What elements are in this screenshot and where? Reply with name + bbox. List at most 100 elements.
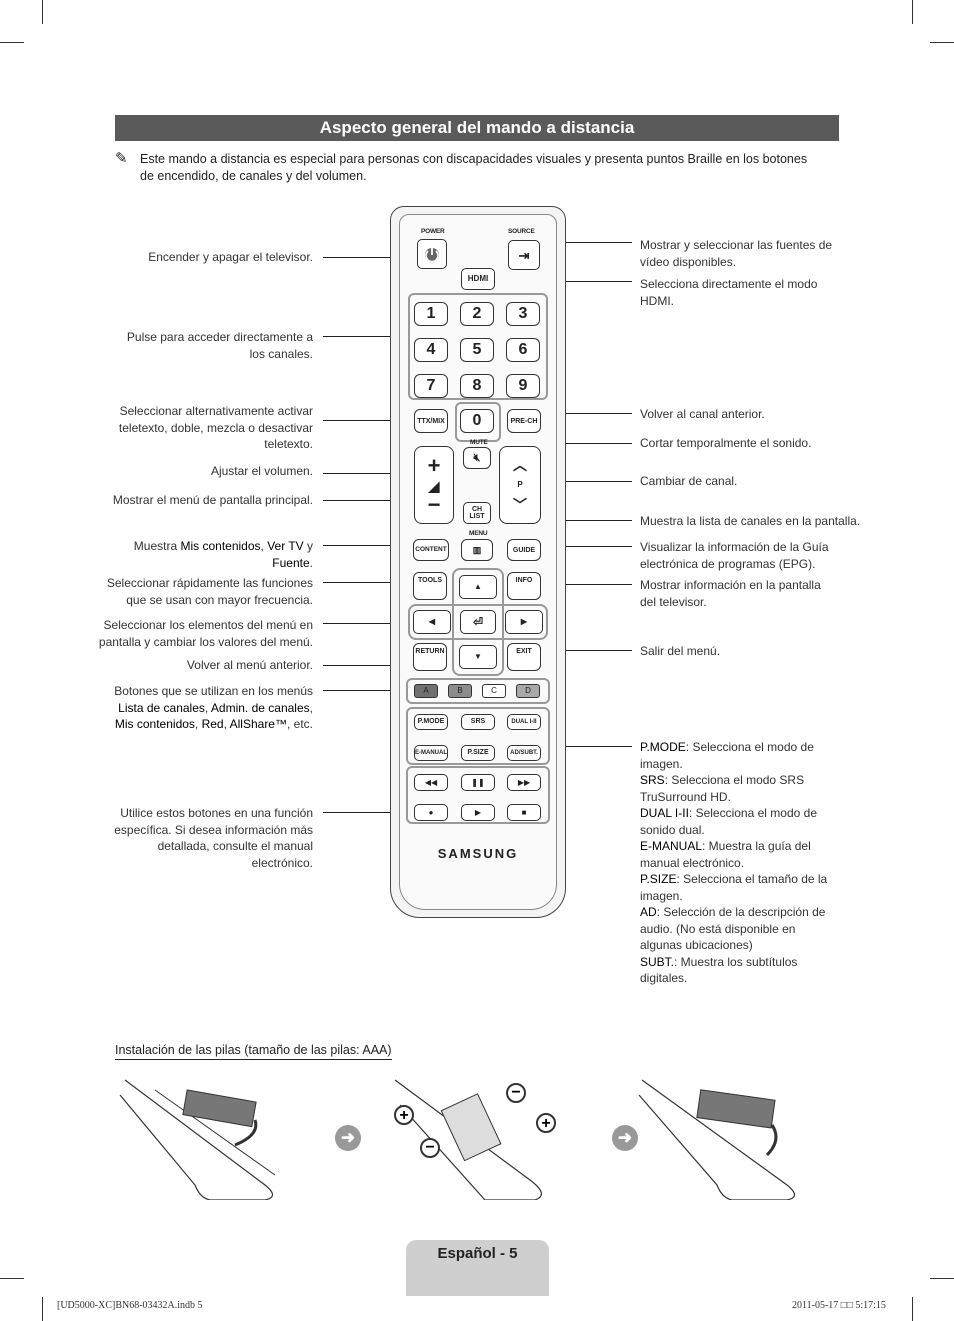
number-button-6[interactable]: 6 — [506, 338, 540, 362]
number-button-0[interactable]: 0 — [460, 409, 494, 433]
mute-button[interactable]: 🔇︎ — [463, 447, 491, 469]
volume-rocker[interactable]: + ◢ − — [414, 446, 454, 524]
p-mode-button[interactable]: P.MODE — [414, 714, 448, 730]
menu-icon: ▥ — [472, 544, 482, 555]
power-icon — [425, 248, 439, 263]
mute-icon: 🔇︎ — [473, 451, 481, 464]
label-numbers: Pulse para acceder directamente a los ca… — [126, 330, 313, 361]
batteries-title: Instalación de las pilas (tamaño de las … — [115, 1043, 392, 1060]
number-pad — [408, 293, 548, 400]
down-arrow-button[interactable]: ▼ — [459, 645, 497, 669]
function-key: E-MANUAL — [640, 839, 703, 853]
number-button-2[interactable]: 2 — [460, 302, 494, 326]
callout-line — [323, 473, 416, 474]
enter-button[interactable]: ⏎ — [460, 610, 496, 634]
crop-mark — [912, 0, 913, 24]
callout-line — [540, 650, 632, 651]
battery-step-3-image — [638, 1079, 796, 1200]
down-arrow-icon: ▼ — [474, 652, 482, 661]
function-key: DUAL I-II — [640, 806, 689, 820]
page-number-tab: Español - 5 — [406, 1240, 549, 1296]
number-button-9[interactable]: 9 — [506, 374, 540, 398]
color-button-d[interactable]: D — [516, 684, 540, 698]
color-button-a[interactable]: A — [414, 684, 438, 698]
svg-text:+: + — [399, 1107, 408, 1124]
menu-button[interactable]: ▥ — [461, 539, 493, 561]
note-text: Este mando a distancia es especial para … — [140, 152, 808, 183]
source-button[interactable]: ⇥ — [508, 240, 540, 270]
battery-step-2-image: + − − + — [394, 1079, 556, 1200]
guide-button[interactable]: GUIDE — [507, 539, 541, 561]
function-key: SUBT. — [640, 954, 675, 969]
label-hdmi: Selecciona directamente el modo HDMI. — [640, 277, 818, 308]
color-button-b[interactable]: B — [448, 684, 472, 698]
callout-line — [323, 336, 408, 337]
enter-icon: ⏎ — [472, 615, 484, 629]
label-content: Muestra Mis contenidos, Ver TV y Fuente. — [133, 539, 313, 570]
function-desc: : Selecciona el tamaño de la imagen. — [640, 872, 828, 903]
label-prech: Volver al canal anterior. — [640, 407, 765, 421]
right-arrow-button[interactable]: ▶ — [505, 610, 543, 634]
channel-label: P — [517, 480, 523, 489]
label-exit: Salir del menú. — [640, 644, 721, 658]
pencil-icon: ✎ — [115, 150, 128, 167]
channel-rocker[interactable]: ︿ P ﹀ — [499, 446, 541, 524]
exit-button[interactable]: EXIT — [507, 643, 541, 671]
hdmi-button[interactable]: HDMI — [461, 268, 495, 290]
color-button-c[interactable]: C — [482, 684, 506, 698]
ch-list-button[interactable]: CH LIST — [463, 502, 491, 524]
number-button-4[interactable]: 4 — [414, 338, 448, 362]
number-button-1[interactable]: 1 — [414, 302, 448, 326]
tools-button[interactable]: TOOLS — [413, 572, 447, 600]
left-arrow-icon: ◀ — [428, 617, 436, 626]
fast-forward-button[interactable]: ▶▶ — [507, 774, 541, 791]
label-menu: Mostrar el menú de pantalla principal. — [112, 493, 313, 507]
callout-line — [323, 500, 418, 501]
function-list-item: P.SIZE: Selecciona el tamaño de la image… — [640, 871, 835, 904]
callout-line — [323, 690, 409, 691]
label-mute: Cortar temporalmente el sonido. — [640, 436, 812, 450]
crop-mark — [42, 1297, 43, 1321]
next-step-arrow-icon: ➜ — [612, 1125, 638, 1151]
number-button-7[interactable]: 7 — [414, 374, 448, 398]
crop-mark — [42, 0, 43, 24]
p-size-button[interactable]: P.SIZE — [461, 745, 495, 761]
record-button[interactable]: ● — [414, 804, 448, 821]
number-button-3[interactable]: 3 — [506, 302, 540, 326]
info-button[interactable]: INFO — [507, 572, 541, 600]
source-icon: ⇥ — [518, 247, 530, 263]
number-button-8[interactable]: 8 — [460, 374, 494, 398]
left-arrow-button[interactable]: ◀ — [413, 610, 451, 634]
rewind-button[interactable]: ◀◀ — [414, 774, 448, 791]
dpad-horizontal — [408, 604, 548, 640]
power-label: POWER — [421, 228, 445, 235]
crop-mark — [930, 42, 954, 43]
srs-button[interactable]: SRS — [461, 714, 495, 730]
function-list-item: E-MANUAL: Muestra la guía del manual ele… — [640, 838, 835, 871]
pause-button[interactable]: ❚❚ — [461, 774, 495, 791]
function-key: P.SIZE — [640, 872, 677, 886]
crop-mark — [930, 1278, 954, 1279]
right-arrow-icon: ▶ — [520, 617, 528, 626]
play-button[interactable]: ▶ — [461, 804, 495, 821]
callout-line — [540, 242, 632, 243]
callout-line — [323, 623, 413, 624]
crop-mark — [0, 42, 24, 43]
dual-button[interactable]: DUAL I-II — [507, 714, 541, 730]
pre-ch-button[interactable]: PRE-CH — [507, 409, 541, 433]
label-info: Mostrar información en la pantalla del t… — [640, 578, 821, 609]
up-arrow-button[interactable]: ▲ — [459, 575, 497, 599]
power-button[interactable] — [417, 239, 447, 269]
callout-line — [323, 545, 416, 546]
footer-right: 2011-05-17 □□ 5:17:15 — [792, 1300, 886, 1311]
callout-line — [323, 812, 409, 813]
stop-button[interactable]: ■ — [507, 804, 541, 821]
e-manual-button[interactable]: E-MANUAL — [414, 745, 448, 761]
callout-line — [549, 746, 632, 747]
stop-icon: ■ — [521, 808, 527, 817]
return-button[interactable]: RETURN — [413, 643, 447, 671]
content-button[interactable]: CONTENT — [413, 539, 449, 561]
number-button-5[interactable]: 5 — [460, 338, 494, 362]
ttx-mix-button[interactable]: TTX/MIX — [414, 409, 448, 433]
ad-subt-button[interactable]: AD/SUBT. — [507, 745, 541, 761]
